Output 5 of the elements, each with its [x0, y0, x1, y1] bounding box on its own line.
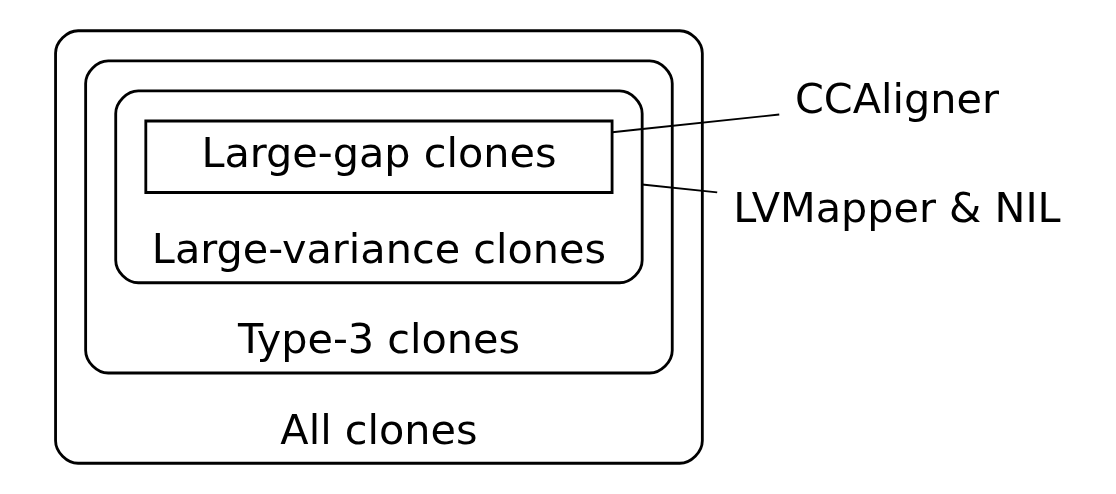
node-box: Large-gap clones	[143, 119, 613, 194]
connector	[610, 113, 780, 134]
node-text: LVMapper & NIL	[732, 183, 1061, 232]
connector	[640, 183, 718, 194]
node-text: CCAligner	[794, 74, 999, 123]
